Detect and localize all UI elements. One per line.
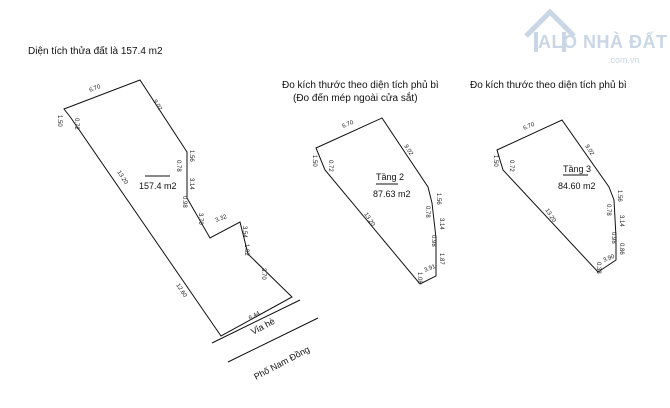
area-label-plot2: 87.63 m2 [373, 189, 411, 199]
dim-label: 1.08 [416, 272, 422, 284]
dim-label: 0.98 [181, 196, 187, 208]
dim-label: 3.14 [438, 218, 444, 230]
dim-label: 3.14 [618, 215, 624, 227]
land-parcel-outline [63, 79, 293, 337]
dim-label: 1.50 [56, 115, 62, 127]
dim-label: 3.91 [424, 264, 438, 274]
dim-label: 1.50 [311, 155, 317, 167]
dim-label: 9.02 [402, 144, 414, 158]
floor3-outline [496, 119, 617, 273]
watermark-subtext: .com.vn [608, 55, 640, 65]
dim-label: 1.56 [616, 190, 622, 202]
watermark-text: ALO NHÀ ĐẤT [538, 32, 668, 52]
dim-label: 0.78 [605, 204, 611, 216]
dim-label: 0.72 [73, 118, 79, 130]
floor-label-plot3: Tầng 3 [563, 164, 591, 174]
area-label-plot3: 84.60 m2 [558, 181, 596, 191]
dim-label: 13.20 [362, 212, 376, 228]
dim-label: 0.78 [424, 206, 430, 218]
dim-label: 0.72 [327, 160, 333, 172]
dim-label: 1.02 [243, 244, 249, 256]
street-line [227, 317, 319, 363]
dim-label: 0.38 [595, 262, 601, 274]
dim-label: 1.87 [438, 253, 444, 265]
sidewalk-line [211, 299, 301, 344]
house-logo-icon [524, 8, 576, 52]
dim-label: 3.70 [197, 213, 203, 225]
dim-label: 1.56 [188, 150, 194, 162]
dim-label: 0.98 [430, 235, 436, 247]
dim-label: 6.70 [523, 122, 537, 132]
dim-label: 0.78 [175, 160, 181, 172]
dim-label: 6.70 [89, 84, 103, 94]
dim-label: 6.44 [248, 310, 262, 321]
dim-label: 0.72 [508, 160, 514, 172]
floor-label-plot2: Tầng 2 [376, 172, 404, 182]
dim-label: 3.90 [603, 254, 617, 264]
dim-label: 9.02 [583, 144, 595, 158]
cover-area-title-floor2: Đo kích thước theo diện tích phủ bì [282, 80, 439, 91]
dim-label: 3.32 [215, 214, 229, 224]
dim-label: 1.56 [435, 193, 441, 205]
land-area-title: Diện tích thửa đất là 157.4 m2 [28, 46, 163, 57]
cover-area-subtitle-floor2: (Đo đến mép ngoài cửa sắt) [293, 93, 418, 104]
dim-label: 3.70 [260, 268, 266, 280]
dim-label: 0.86 [618, 243, 624, 255]
street-name-label: Phố Nam Đồng [252, 344, 311, 382]
dim-label: 9.02 [151, 99, 163, 113]
dim-label: 13.20 [115, 170, 129, 186]
dim-label: 3.14 [188, 178, 194, 190]
watermark-logo: ALO NHÀ ĐẤT .com.vn [516, 2, 668, 72]
dim-label: 6.70 [342, 120, 356, 130]
cover-area-title-floor3: Đo kích thước theo diện tích phủ bì [470, 80, 627, 91]
floor2-outline [315, 117, 437, 285]
dim-label: 1.50 [492, 155, 498, 167]
area-label-plot1: 157.4 m2 [139, 181, 177, 191]
dim-label: 3.54 [241, 226, 247, 238]
dim-label: 0.98 [610, 232, 616, 244]
